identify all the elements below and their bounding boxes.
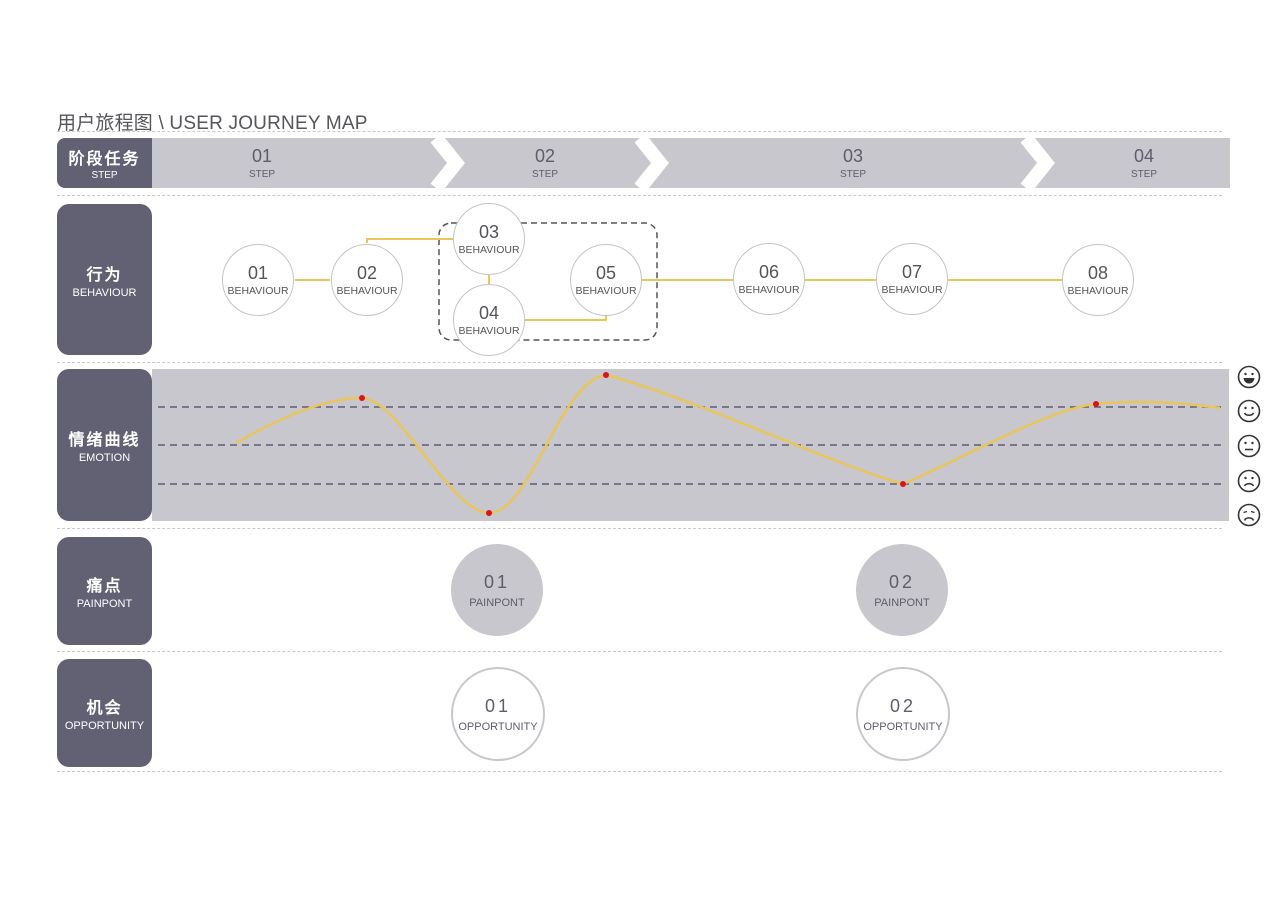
step-number: 03	[842, 146, 864, 166]
behaviour-label: BEHAVIOUR	[575, 285, 637, 297]
painpoint-number: 02	[888, 571, 916, 592]
step-arrow-band	[152, 138, 1230, 188]
step-02: 02 STEP	[505, 146, 585, 180]
behaviour-label: BEHAVIOUR	[738, 284, 800, 296]
behaviour-label: BEHAVIOUR	[336, 285, 398, 297]
behaviour-node-03: 03 BEHAVIOUR	[453, 203, 525, 275]
painpoint-02: 02 PAINPONT	[856, 544, 948, 636]
happy-face-icon	[1237, 399, 1261, 423]
behaviour-number: 06	[758, 262, 780, 282]
row-label-en: STEP	[91, 170, 118, 181]
row-label-behaviour: 行为 BEHAVIOUR	[57, 204, 152, 355]
neutral-face-icon	[1237, 434, 1261, 458]
opportunity-number: 02	[889, 695, 917, 716]
behaviour-label: BEHAVIOUR	[227, 285, 289, 297]
behaviour-number: 07	[901, 262, 923, 282]
behaviour-node-04: 04 BEHAVIOUR	[453, 284, 525, 356]
step-04: 04 STEP	[1104, 146, 1184, 180]
behaviour-number: 02	[356, 263, 378, 283]
behaviour-node-02: 02 BEHAVIOUR	[331, 244, 403, 316]
emotion-points	[359, 372, 1099, 516]
separator	[57, 362, 1222, 363]
row-label-step: 阶段任务 STEP	[57, 138, 152, 188]
behaviour-node-07: 07 BEHAVIOUR	[876, 243, 948, 315]
step-number: 02	[534, 146, 556, 166]
step-label: STEP	[1130, 169, 1158, 180]
row-label-opportunity: 机会 OPPORTUNITY	[57, 659, 152, 767]
separator	[57, 131, 1222, 132]
row-label-en: EMOTION	[78, 452, 131, 464]
very-happy-face-icon	[1237, 365, 1261, 389]
opportunity-number: 01	[484, 695, 512, 716]
painpoint-label: PAINPONT	[874, 596, 930, 609]
separator	[57, 771, 1222, 772]
emotion-level-lines	[158, 406, 1222, 485]
page-title: 用户旅程图 \ USER JOURNEY MAP	[57, 113, 368, 134]
behaviour-label: BEHAVIOUR	[458, 325, 520, 337]
behaviour-number: 04	[478, 303, 500, 323]
opportunity-01: 01 OPPORTUNITY	[451, 667, 545, 761]
separator	[57, 651, 1222, 652]
step-label: STEP	[531, 169, 559, 180]
behaviour-label: BEHAVIOUR	[1067, 285, 1129, 297]
step-number: 01	[251, 146, 273, 166]
behaviour-number: 01	[247, 263, 269, 283]
opportunity-02: 02 OPPORTUNITY	[856, 667, 950, 761]
opportunity-label: OPPORTUNITY	[863, 720, 943, 733]
behaviour-label: BEHAVIOUR	[881, 284, 943, 296]
behaviour-node-06: 06 BEHAVIOUR	[733, 243, 805, 315]
row-label-painpoint: 痛点 PAINPONT	[57, 537, 152, 645]
separator	[57, 528, 1222, 529]
painpoint-number: 01	[483, 571, 511, 592]
behaviour-node-01: 01 BEHAVIOUR	[222, 244, 294, 316]
sad-face-icon	[1237, 469, 1261, 493]
behaviour-node-05: 05 BEHAVIOUR	[570, 244, 642, 316]
behaviour-group-box	[438, 222, 658, 341]
behaviour-label: BEHAVIOUR	[458, 244, 520, 256]
behaviour-number: 08	[1087, 263, 1109, 283]
separator	[57, 195, 1222, 196]
row-label-cn: 行为	[86, 266, 123, 284]
step-01: 01 STEP	[222, 146, 302, 180]
very-sad-face-icon	[1237, 503, 1261, 527]
emotion-curve	[235, 373, 1221, 515]
row-label-cn: 机会	[86, 700, 123, 717]
row-label-emotion: 情绪曲线 EMOTION	[57, 369, 152, 521]
step-label: STEP	[248, 169, 276, 180]
behaviour-number: 05	[595, 263, 617, 283]
step-03: 03 STEP	[813, 146, 893, 180]
step-number: 04	[1133, 146, 1155, 166]
opportunity-label: OPPORTUNITY	[458, 720, 538, 733]
behaviour-number: 03	[478, 222, 500, 242]
row-label-en: BEHAVIOUR	[72, 286, 137, 299]
behaviour-node-08: 08 BEHAVIOUR	[1062, 244, 1134, 316]
row-label-cn: 阶段任务	[68, 151, 141, 168]
painpoint-01: 01 PAINPONT	[451, 544, 543, 636]
row-label-cn: 情绪曲线	[68, 432, 141, 449]
step-label: STEP	[839, 169, 867, 180]
painpoint-label: PAINPONT	[469, 596, 525, 609]
row-label-en: OPPORTUNITY	[64, 720, 145, 732]
row-label-cn: 痛点	[86, 578, 123, 595]
row-label-en: PAINPONT	[76, 598, 133, 610]
connector-lines	[295, 238, 1062, 321]
